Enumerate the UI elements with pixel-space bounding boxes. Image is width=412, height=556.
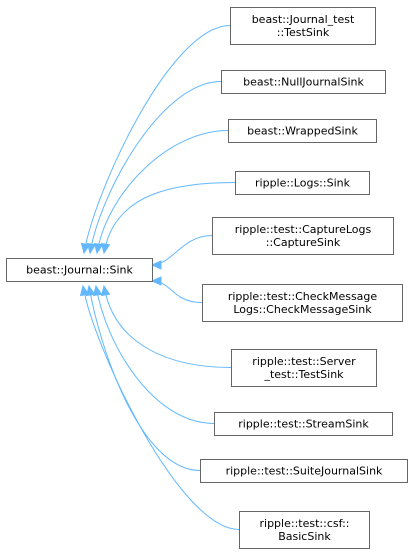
inheritance-arrowhead [150, 276, 162, 286]
derived-class-node-label-line: ripple::test::StreamSink [238, 418, 369, 431]
derived-class-node-box [230, 7, 376, 45]
derived-class-node-label-line: ripple::test::CaptureLogs [235, 223, 372, 236]
derived-class-node[interactable]: ripple::test::CheckMessageLogs::CheckMes… [202, 284, 403, 322]
derived-class-node[interactable]: ripple::test::StreamSink [214, 412, 393, 436]
derived-class-node-box [214, 412, 393, 436]
base-class-node-label-line: beast::Journal::Sink [26, 264, 133, 277]
inheritance-edge [103, 182, 236, 254]
inheritance-arrowhead [150, 260, 162, 270]
derived-class-node-label-line: Logs::CheckMessageSink [233, 303, 372, 316]
inheritance-edges [79, 25, 240, 530]
derived-class-node-box [212, 217, 394, 255]
derived-class-node-box [239, 511, 370, 549]
derived-class-node-box [228, 119, 377, 143]
derived-class-node[interactable]: ripple::test::SuiteJournalSink [200, 459, 408, 483]
derived-class-node[interactable]: beast::Journal_test::TestSink [230, 7, 376, 45]
derived-class-node-label-line: BasicSink [278, 530, 331, 543]
derived-class-node[interactable]: ripple::test::CaptureLogs::CaptureSink [212, 217, 394, 255]
inheritance-arrowhead [93, 242, 104, 255]
inheritance-arrowhead [92, 284, 103, 297]
derived-class-node[interactable]: beast::NullJournalSink [221, 70, 386, 94]
class-nodes: beast::Journal::Sink beast::Journal_test:… [6, 7, 408, 549]
inheritance-edge [88, 285, 201, 471]
derived-class-node-label-line: ripple::Logs::Sink [255, 177, 351, 190]
derived-class-node[interactable]: ripple::test::csf::BasicSink [239, 511, 370, 549]
derived-class-node[interactable]: beast::WrappedSink [228, 119, 377, 143]
derived-class-node-label-line: beast::Journal_test [252, 13, 355, 26]
derived-class-node-label-line: ripple::test::csf:: [260, 517, 350, 530]
derived-class-node-label-line: ::TestSink [277, 26, 330, 39]
inheritance-arrowhead [85, 284, 96, 297]
inheritance-edge [96, 130, 229, 254]
derived-class-node-box [200, 459, 408, 483]
inheritance-arrowhead [100, 284, 111, 297]
inheritance-edge [89, 81, 222, 254]
inheritance-arrowhead [79, 284, 90, 297]
derived-class-node-label-line: ::CaptureSink [266, 236, 341, 249]
derived-class-node-label-line: ripple::test::CheckMessage [228, 290, 378, 303]
inheritance-arrowhead [100, 242, 111, 255]
inheritance-edge [82, 285, 240, 530]
derived-class-node-box [235, 171, 370, 195]
derived-class-node-label-line: ripple::test::SuiteJournalSink [226, 465, 383, 478]
inheritance-arrowhead [86, 242, 97, 255]
derived-class-node[interactable]: ripple::Logs::Sink [235, 171, 370, 195]
derived-class-node-box [221, 70, 386, 94]
derived-class-node-label-line: _test::TestSink [263, 368, 344, 381]
base-class-node[interactable]: beast::Journal::Sink [6, 258, 153, 282]
inheritance-edge [103, 285, 232, 368]
derived-class-node-label-line: ripple::test::Server [252, 355, 356, 368]
inheritance-arrowhead [80, 242, 91, 255]
derived-class-node-box [231, 349, 377, 387]
derived-class-node-box [202, 284, 403, 322]
derived-class-node[interactable]: ripple::test::Server_test::TestSink [231, 349, 377, 387]
derived-class-node-label-line: beast::NullJournalSink [243, 76, 364, 89]
inheritance-edge [83, 25, 231, 254]
inheritance-edge [95, 285, 215, 424]
derived-class-node-label-line: beast::WrappedSink [247, 125, 358, 138]
base-class-node-box [6, 258, 153, 282]
